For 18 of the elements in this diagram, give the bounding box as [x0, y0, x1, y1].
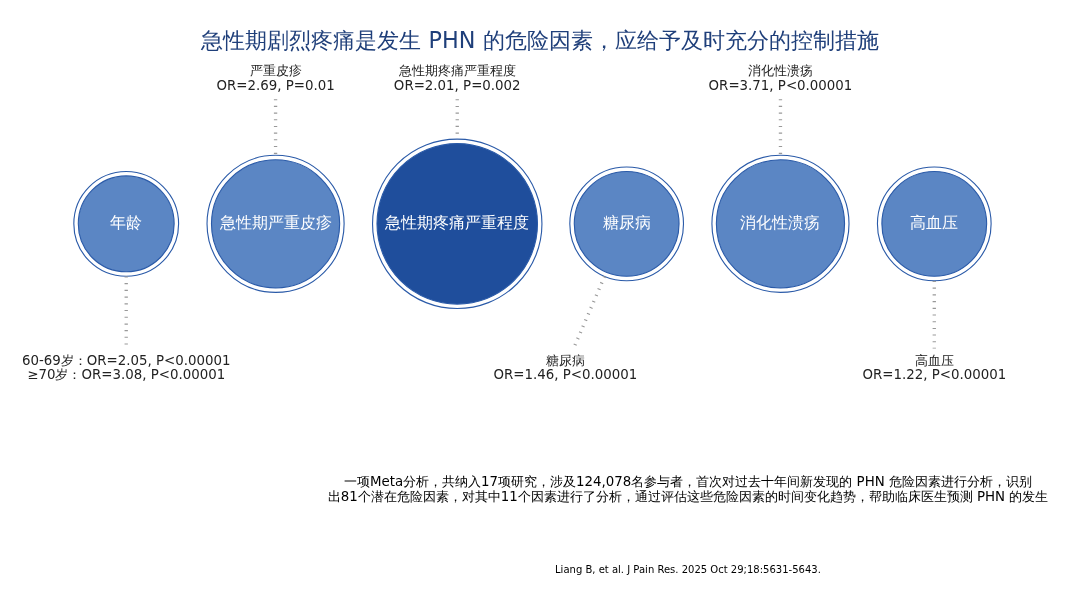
connector	[572, 275, 607, 349]
node-circle: 糖尿病	[569, 165, 685, 281]
node-text: 消化性溃疡 OR=3.71, P<0.00001	[708, 62, 853, 93]
node-text: 急性期疼痛严重程度 OR=2.01, P=0.002	[393, 62, 521, 93]
node-circle: 消化性溃疡	[711, 154, 850, 293]
node-circle: 年龄	[73, 170, 180, 277]
node-circle: 高血压	[876, 165, 992, 281]
node-circle: 急性期疼痛严重程度	[372, 138, 543, 309]
connector	[778, 98, 783, 155]
diagram-title: 急性期剧烈疼痛是发生 PHN 的危险因素，应给予及时充分的控制措施	[201, 26, 879, 53]
node-text: 高血压 OR=1.22, P<0.00001	[862, 352, 1007, 382]
node-text: 60-69岁：OR=2.05, P<0.00001 ≥70岁：OR=3.08, P<0.00001	[21, 352, 231, 382]
connector	[273, 98, 278, 155]
label: 一项Meta分析，共纳入17项研究，涉及124,078名参与者，首次对过去十年间新发现的 PHN 危险因素进行分析，识别出81个潜在危险因素，对其中11个因素进行了分析，通过评估这些危险因素的时间变化趋势，帮助临床医生预测 PHN 的发生	[327, 473, 1049, 504]
node-text: 糖尿病 OR=1.46, P<0.00001	[493, 352, 638, 382]
label: Liang B, et al. J Pain Res. 2025 Oct 29;18:5631-5643.	[555, 563, 821, 575]
node-circle: 急性期严重皮疹	[206, 154, 345, 293]
node-text: 严重皮疹 OR=2.69, P=0.01	[216, 62, 335, 93]
